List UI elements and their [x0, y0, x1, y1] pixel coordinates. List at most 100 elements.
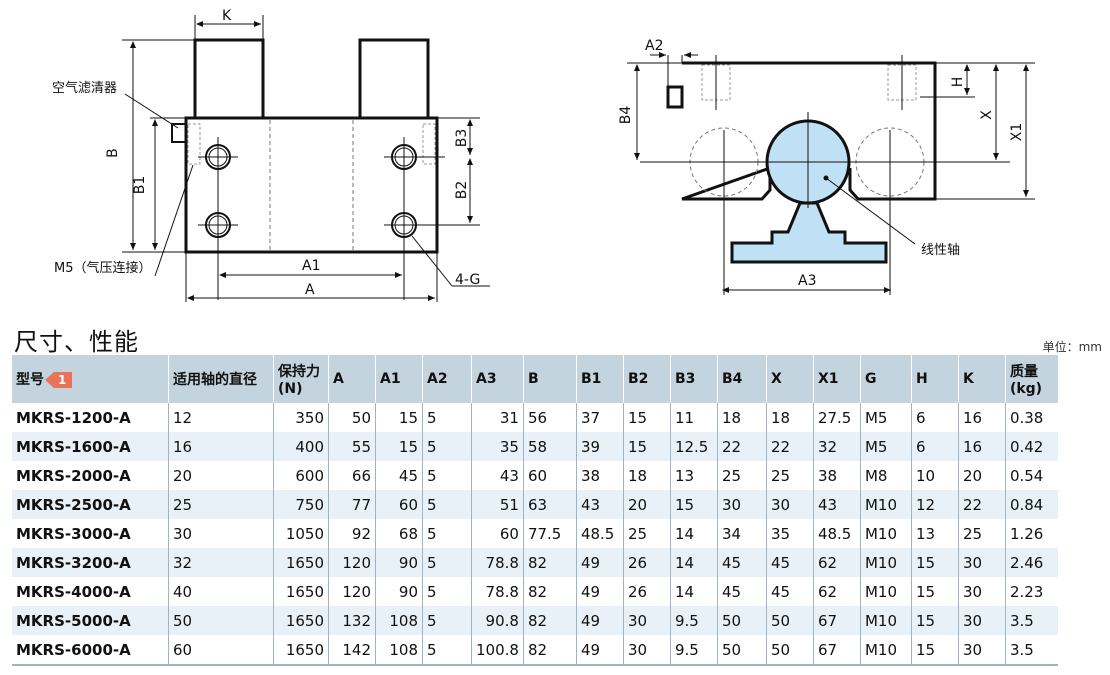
cell-b1: 49 [575, 548, 624, 577]
cell-b1: 43 [575, 490, 624, 519]
cell-shaft-diameter: 16 [168, 432, 274, 461]
col-b1: B1 [575, 355, 624, 403]
cell-mass: 2.46 [1004, 548, 1058, 577]
cell-a3: 60 [471, 519, 524, 548]
cell-g: M10 [859, 577, 912, 606]
label-x1: X1 [1009, 123, 1025, 142]
cell-b3: 14 [669, 519, 718, 548]
cell-h: 12 [910, 490, 959, 519]
main-body [184, 116, 439, 254]
cell-b3: 14 [669, 548, 718, 577]
cell-k: 30 [957, 635, 1006, 666]
label-a3: A3 [798, 273, 816, 289]
cell-h: 10 [910, 461, 959, 490]
cell-b2: 25 [622, 519, 671, 548]
cell-b1: 37 [575, 403, 624, 432]
right-tower [358, 38, 430, 120]
cell-a: 77 [328, 490, 376, 519]
cell-b: 82 [522, 635, 577, 666]
cell-x: 50 [765, 635, 814, 666]
col-x1: X1 [812, 355, 861, 403]
label-a: A [305, 282, 315, 298]
cell-k: 30 [957, 606, 1006, 635]
cell-a1: 15 [375, 403, 423, 432]
cell-holding-force: 1650 [273, 635, 329, 666]
cell-model: MKRS-2000-A [16, 466, 131, 485]
air-filter [171, 123, 187, 143]
col-a: A [328, 355, 376, 403]
cell-model: MKRS-6000-A [12, 635, 169, 666]
cell-x1: 67 [812, 606, 861, 635]
cell-holding-force: 1650 [273, 606, 329, 635]
col-h: H [910, 355, 959, 403]
cell-b3: 14 [669, 577, 718, 606]
cell-a: 55 [328, 432, 376, 461]
cell-k: 30 [957, 577, 1006, 606]
cell-a: 66 [328, 461, 376, 490]
cell-a2: 5 [422, 461, 472, 490]
note-badge: 1 [44, 372, 73, 388]
cell-a: 92 [328, 519, 376, 548]
col-b2: B2 [622, 355, 671, 403]
col-shaft-diameter: 适用轴的直径 [168, 355, 274, 403]
cell-b3: 11 [669, 403, 718, 432]
cell-g: M5 [859, 403, 912, 432]
cell-shaft-diameter: 12 [168, 403, 274, 432]
cell-a1: 90 [375, 577, 423, 606]
label-a1: A1 [302, 258, 320, 274]
cell-model: MKRS-2500-A [12, 490, 169, 519]
cell-a2: 5 [422, 606, 472, 635]
cell-x: 45 [765, 577, 814, 606]
cell-mass: 3.5 [1004, 635, 1058, 666]
col-b3: B3 [669, 355, 718, 403]
section-title: 尺寸、性能 [14, 328, 139, 356]
cell-b4: 30 [716, 490, 767, 519]
cell-b2: 18 [622, 461, 671, 490]
unit-label: 单位：mm [1042, 340, 1102, 354]
cell-b3: 15 [669, 490, 718, 519]
m5-fitting [666, 85, 684, 109]
cell-b2: 26 [622, 577, 671, 606]
cell-a1: 15 [375, 432, 423, 461]
cell-g: M10 [859, 606, 912, 635]
cell-b4: 34 [716, 519, 767, 548]
cell-b2: 15 [622, 432, 671, 461]
cell-x1: 62 [812, 577, 861, 606]
cell-a3: 51 [471, 490, 524, 519]
cell-a1: 45 [375, 461, 423, 490]
cell-model: MKRS-1200-A [16, 408, 131, 427]
front-view [122, 15, 490, 302]
left-tower [193, 38, 265, 120]
col-b4: B4 [716, 355, 767, 403]
cell-mass: 1.26 [1004, 519, 1058, 548]
cell-model: MKRS-1600-A [12, 432, 169, 461]
col-a3: A3 [471, 355, 524, 403]
cell-b: 82 [522, 548, 577, 577]
cell-a: 120 [328, 577, 376, 606]
cell-b: 82 [522, 606, 577, 635]
cell-b2: 30 [622, 606, 671, 635]
cell-holding-force: 750 [273, 490, 329, 519]
col-mass: 质量(kg) [1004, 355, 1058, 403]
cell-holding-force: 1050 [273, 519, 329, 548]
cell-h: 15 [910, 577, 959, 606]
cell-x: 35 [765, 519, 814, 548]
col-x: X [765, 355, 814, 403]
cell-a3: 31 [471, 403, 524, 432]
cell-b1: 49 [575, 577, 624, 606]
label-b3: B3 [454, 129, 470, 148]
label-a2: A2 [645, 38, 663, 54]
cell-a2: 5 [422, 519, 472, 548]
cell-a2: 5 [422, 403, 472, 432]
col-holding-force: 保持力(N) [273, 355, 329, 403]
cell-holding-force: 400 [273, 432, 329, 461]
cell-shaft-diameter: 40 [168, 577, 274, 606]
cell-b3: 9.5 [669, 635, 718, 666]
cell-mass: 0.84 [1004, 490, 1058, 519]
cell-k: 25 [957, 519, 1006, 548]
cell-a3: 78.8 [471, 548, 524, 577]
